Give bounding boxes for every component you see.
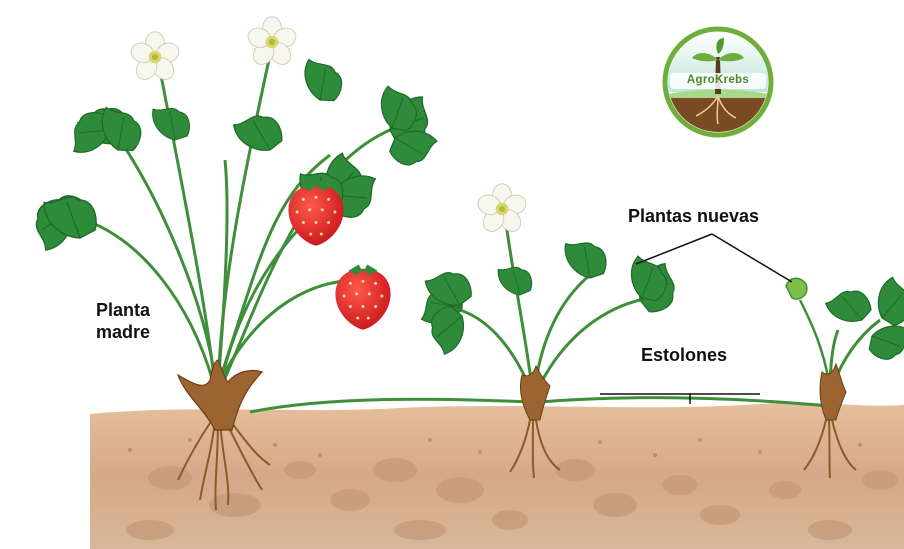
callout-lines — [600, 234, 792, 404]
mother-plant-label: Planta madre — [96, 299, 150, 343]
new-plants-label: Plantas nuevas — [628, 205, 759, 227]
logo-brand-text: AgroKrebs — [672, 74, 764, 86]
mother-plant-label-line2: madre — [96, 321, 150, 343]
flower-2 — [245, 17, 298, 69]
bud — [786, 278, 807, 299]
runners-label: Estolones — [641, 344, 727, 366]
flower-1 — [128, 32, 181, 84]
flower-3 — [475, 184, 528, 236]
strawberry-2 — [335, 265, 390, 330]
mother-plant-label-line1: Planta — [96, 299, 150, 321]
